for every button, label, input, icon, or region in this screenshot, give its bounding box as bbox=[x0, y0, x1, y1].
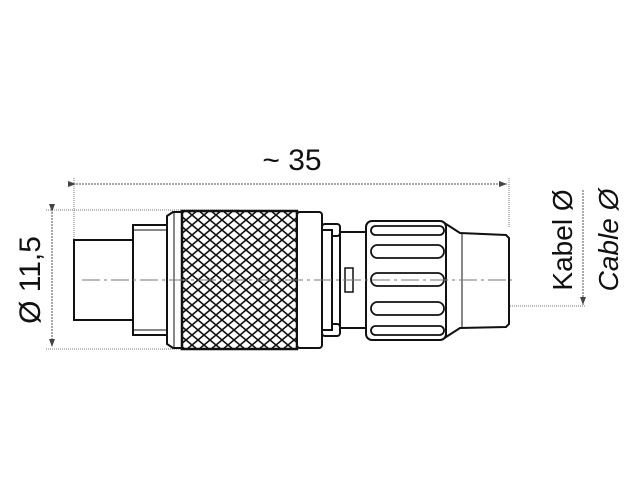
cable-label-de: Kabel Ø bbox=[547, 189, 578, 290]
length-label: ~ 35 bbox=[262, 144, 321, 177]
length-dimension: ~ 35 bbox=[68, 144, 510, 240]
cable-dimension: Kabel Ø Cable Ø bbox=[510, 186, 624, 307]
diameter-dimension: Ø 11,5 bbox=[14, 204, 240, 350]
diameter-label: Ø 11,5 bbox=[14, 236, 47, 324]
cable-label-en: Cable Ø bbox=[593, 186, 624, 291]
